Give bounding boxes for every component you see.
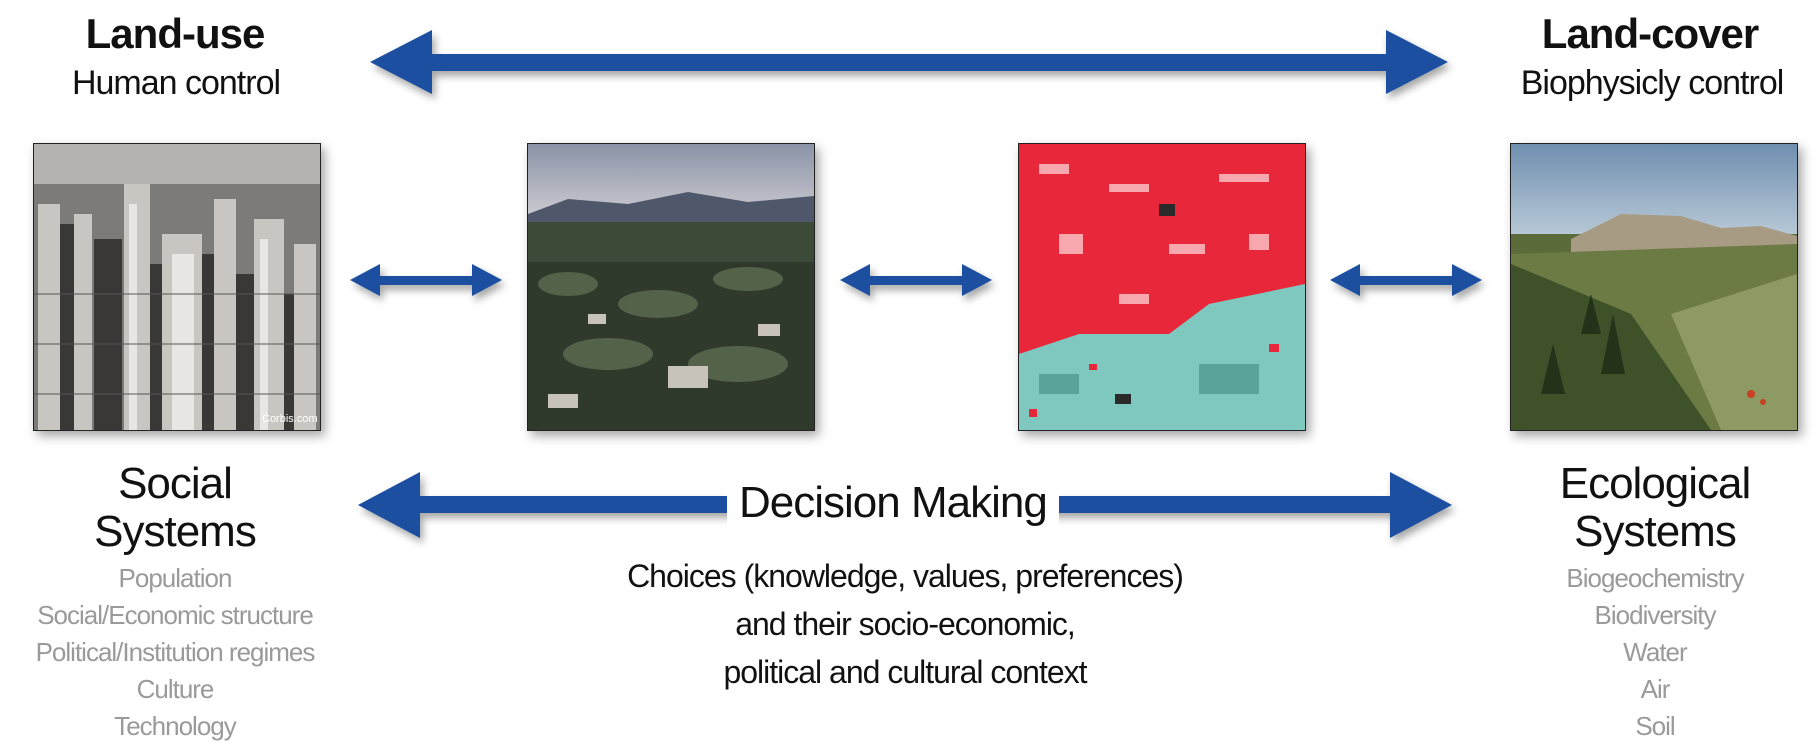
decision-making-description: Choices (knowledge, values, preferences)… [500,552,1310,696]
list-item: Soil [1635,711,1675,741]
city-photo-watermark: Corbis.com [262,413,318,425]
list-item: Biodiversity [1594,600,1717,630]
top-double-arrow [370,30,1448,94]
list-item: Political/Institution regimes [35,637,316,667]
list-item: Population [118,563,233,593]
list-item: Biogeochemistry [1566,563,1744,593]
list-item: Water [1623,637,1687,667]
description-line: political and cultural context [723,654,1087,690]
mountain-valley-photo [1510,143,1798,431]
small-double-arrow-3 [1330,264,1482,296]
small-double-arrow-1 [350,264,502,296]
false-color-satellite-image [1018,143,1306,431]
list-item: Social/Economic structure [37,600,314,630]
list-item: Air [1640,674,1671,704]
suburban-town-photo [527,143,815,431]
social-title-line: Systems [94,507,257,556]
social-systems-list: Population Social/Economic structure Pol… [0,560,350,745]
small-double-arrow-2 [840,264,992,296]
land-use-title: Land-use [85,10,266,57]
list-item: Culture [136,674,215,704]
land-cover-title: Land-cover [1541,10,1759,57]
ecological-systems-title: Ecological Systems [1535,460,1775,556]
decision-making-label: Decision Making [727,478,1059,528]
ecological-systems-list: Biogeochemistry Biodiversity Water Air S… [1530,560,1780,745]
description-line: and their socio-economic, [735,606,1076,642]
ecological-title-line: Systems [1574,507,1737,556]
land-use-subtitle: Human control [71,64,281,102]
list-item: Technology [114,711,237,741]
social-title-line: Social [118,459,233,508]
description-line: Choices (knowledge, values, preferences) [627,558,1184,594]
land-cover-subtitle: Biophysicly control [1520,64,1785,102]
city-skyline-photo: Corbis.com [33,143,321,431]
ecological-title-line: Ecological [1559,459,1752,508]
social-systems-title: Social Systems [75,460,275,556]
